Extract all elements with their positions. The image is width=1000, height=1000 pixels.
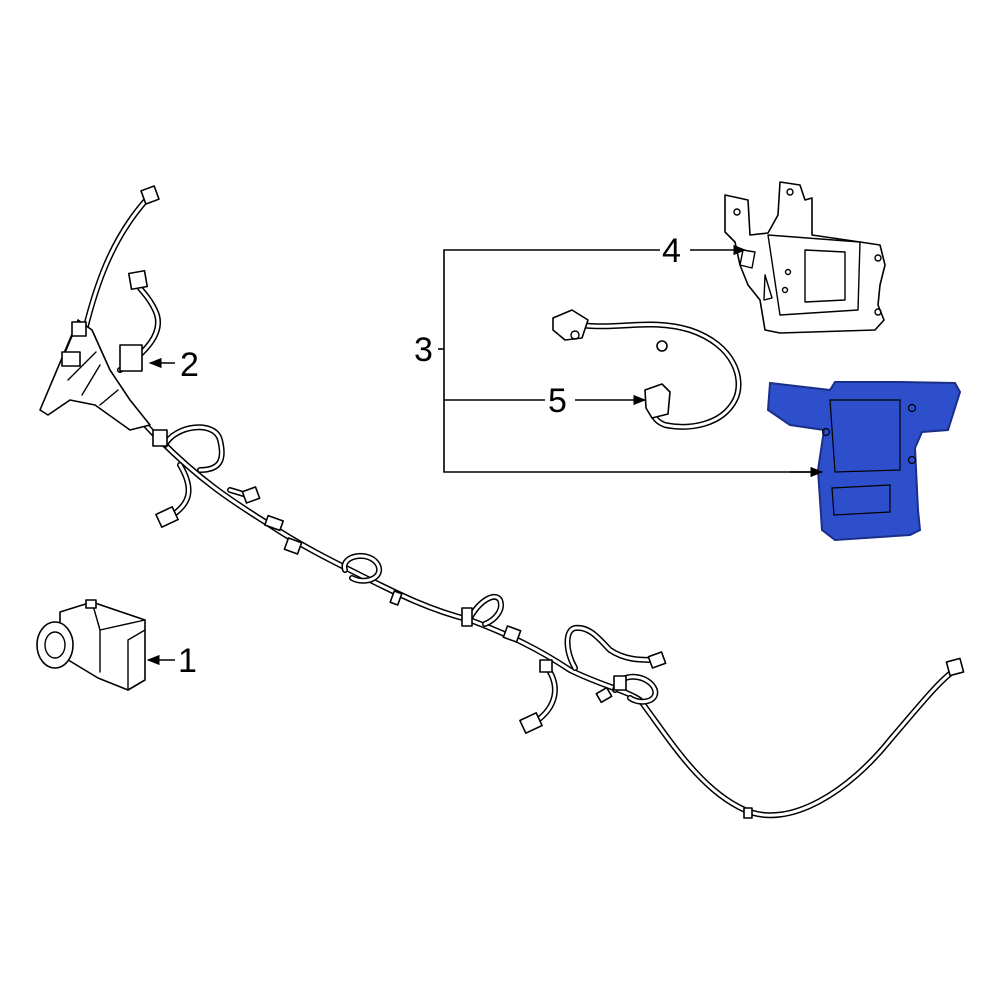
callout-5: 5 <box>548 382 567 420</box>
callout-leaders <box>146 244 824 666</box>
callout-4: 4 <box>662 232 681 270</box>
mounting-bracket <box>724 181 886 334</box>
wiring-harness <box>39 185 965 819</box>
control-module-highlighted <box>766 381 962 542</box>
callout-2: 2 <box>180 346 199 384</box>
parking-sensor <box>36 599 146 691</box>
callout-1: 1 <box>178 642 197 680</box>
connector-wire <box>552 309 742 430</box>
callout-3: 3 <box>414 331 433 369</box>
